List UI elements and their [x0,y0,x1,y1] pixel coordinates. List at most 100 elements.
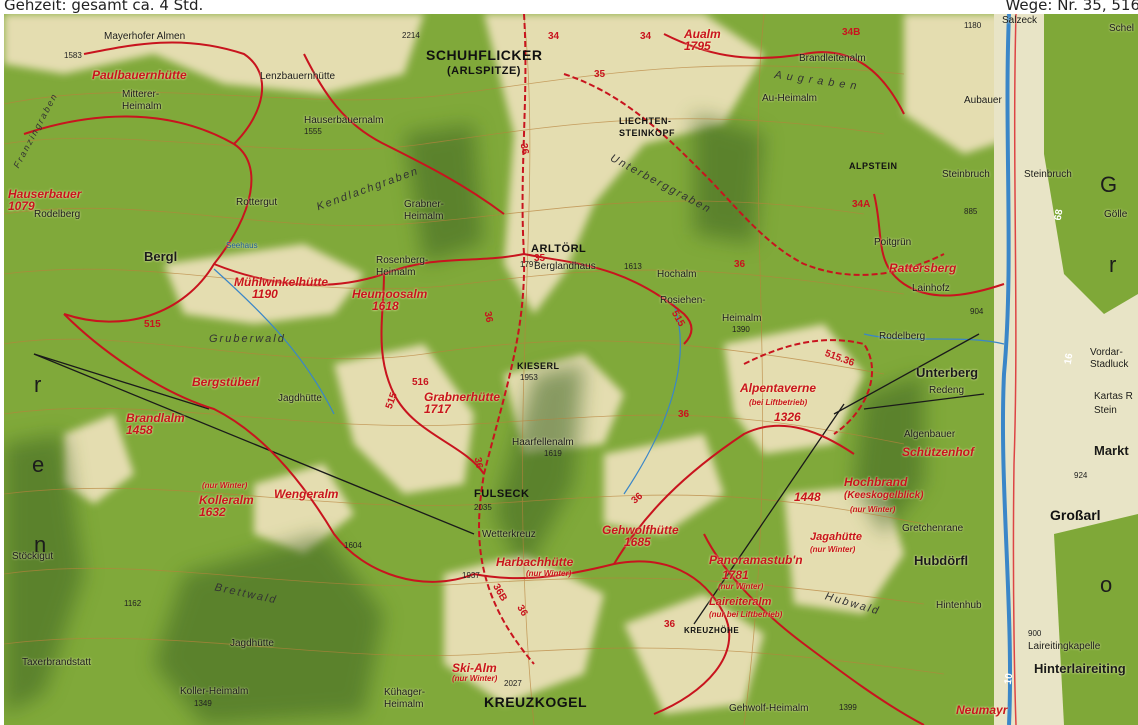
place-kuehager: Kühager- [384,687,426,698]
route-34a: 34A [852,199,871,210]
route-36-north: 36 [517,142,531,156]
place-steinbruch: Steinbruch [942,169,990,180]
town-grossarl[interactable]: Großarl [1050,507,1101,523]
alt-1162: 1162 [124,599,142,608]
peak-kreuzhoehe: KREUZHÖHE [684,626,740,635]
hut-panoramastubn-note: (nur Winter) [718,582,764,591]
hut-ski-alm-note: (nur Winter) [452,674,498,683]
trail-numbers-text: Wege: Nr. 35, 516 [1005,0,1138,14]
place-wetterkreuz: Wetterkreuz [482,529,536,540]
route-34: 34 [548,31,560,42]
place-lenzbauernhuette: Lenzbauernhütte [260,71,336,82]
alt-1399: 1399 [839,703,857,712]
place-bergl: Bergl [144,249,178,264]
place-stoeckigut: Stöckigut [12,551,54,562]
place-grabner-heimalm: Heimalm [404,211,444,222]
hut-alpentaverne[interactable]: Alpentaverne [740,381,817,395]
route-36-kreuzhoehe: 36 [664,619,676,630]
place-rosiehen-heimalm: Heimalm [722,313,762,324]
place-poitgruen: Poitgrün [874,237,912,248]
hut-harbachhuette-note: (nur Winter) [526,569,572,578]
route-16: 16 [1062,352,1076,366]
route-34-c: 34B [842,27,861,38]
hut-harbachhuette[interactable]: Harbachhütte [496,555,574,569]
place-hubdoerfl: Hubdörfl [914,553,969,568]
alt-904: 904 [970,307,984,316]
place-markt: Markt [1094,443,1129,458]
place-brandleitenalm: Brandleitenalm [799,53,866,64]
alt-fulseck: 2035 [474,503,492,512]
alt-1349: 1349 [194,699,212,708]
route-34b: 35 [594,69,606,80]
hut-wengeralm[interactable]: Wengeralm [274,487,339,501]
area-letter-r: r [1109,252,1117,277]
hut-hochbrand-note2: (nur Winter) [850,505,896,514]
place-schel: Schel [1109,23,1135,34]
place-stadluck: Stadluck [1090,359,1129,370]
hut-ski-alm[interactable]: Ski-Alm [452,661,497,675]
alt-1555: 1555 [304,127,322,136]
alt-1937: 1937 [462,571,480,580]
place-hinterlaireiting: Hinterlaireiting [1034,661,1126,676]
streams [213,268,1005,495]
area-letter-n: n [34,532,47,557]
place-mitterer-heimalm: Heimalm [122,101,162,112]
route-516: 516 [412,377,429,388]
route-10: 10 [1002,672,1016,686]
alt-1180: 1180 [964,21,982,30]
alt-1604: 1604 [344,541,362,550]
route-36-mid: 36 [481,310,495,324]
place-gretchenrane: Gretchenrane [902,523,964,534]
hut-panoramastubn[interactable]: Panoramastub'n [709,553,803,567]
place-algenbauer: Algenbauer [904,429,956,440]
valley-forest [1044,14,1138,725]
place-haarfellenalm: Haarfellenalm [512,437,574,448]
hiking-map[interactable]: SCHUHFLICKER (ARLSPITZE) 2214 KREUZKOGEL… [4,14,1138,725]
hut-bergstueberl[interactable]: Bergstüberl [192,375,260,389]
walking-time-text: Gehzeit: gesamt ca. 4 Std. [4,0,204,14]
place-mayerhofer-almen: Mayerhofer Almen [104,31,186,42]
hut-schuetzenhof[interactable]: Schützenhof [902,445,974,459]
area-gruberwald: Gruberwald [209,333,286,345]
alt-1390: 1390 [732,325,750,334]
route-68: 68 [1052,208,1066,222]
place-au-heimalm: Au-Heimalm [762,93,818,104]
hut-laireiteralm[interactable]: Laireiteralm [709,596,772,608]
place-redeng: Redeng [929,385,965,396]
hut-jagahuette-note: (nur Winter) [810,545,856,554]
place-rottergut: Rottergut [236,197,278,208]
area-letter-o: o [1100,572,1113,597]
place-salzeck: Salzeck [1002,15,1038,26]
place-grabner: Grabner- [404,199,445,210]
peak-alpstein: ALPSTEIN [849,161,898,171]
area-letter-r-west: r [34,372,42,397]
place-seehaus: Seehaus [226,241,258,250]
alt-924: 924 [1074,471,1088,480]
place-kuehager-heimalm: Heimalm [384,699,424,710]
hut-paulbauernhuette[interactable]: Paulbauernhütte [92,68,187,82]
hut-laireiteralm-note: (nur bei Liftbetrieb) [709,610,783,619]
place-hochalm: Hochalm [657,269,697,280]
place-mitterer: Mitterer- [122,89,160,100]
place-rosenberg-heimalm: Heimalm [376,267,416,278]
place-laireitingkapelle: Laireitingkapelle [1028,641,1101,652]
hut-jagahuette[interactable]: Jagahütte [810,531,862,543]
place-berglandhaus: Berglandhaus [534,261,596,272]
hiking-trails [23,14,1005,725]
hut-hochbrand-alt: 1448 [794,490,821,504]
alt-1583: 1583 [64,51,82,60]
hut-kolleralm-note: (nur Winter) [202,481,248,490]
route-34-b: 34 [640,31,652,42]
peak-liechtensteinkopf-sub: STEINKOPF [619,128,676,138]
hut-hochbrand[interactable]: Hochbrand [844,475,908,489]
hut-rattersberg[interactable]: Rattersberg [889,261,957,275]
peak-arltoerl: ARLTÖRL [531,243,587,255]
